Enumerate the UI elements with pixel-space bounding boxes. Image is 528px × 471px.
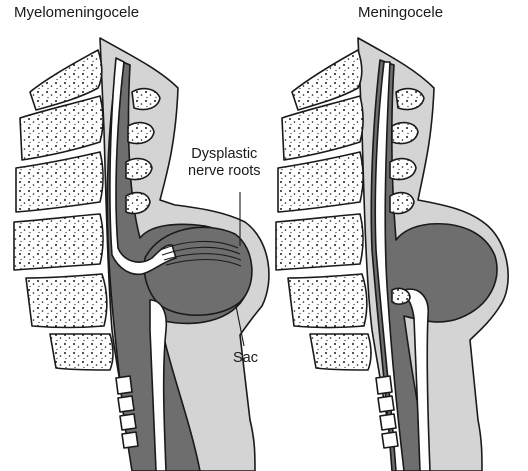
meningocele-diagram [276,38,508,471]
left-vertebra-3 [16,152,103,212]
left-vertebra-5 [26,274,107,328]
dysplastic-label-line2: nerve roots [188,163,261,180]
left-vertebral-bodies [14,50,113,370]
left-vertebra-4 [14,214,103,270]
dysplastic-label-line1: Dysplastic [188,146,261,163]
right-vertebral-bodies [276,50,371,370]
dysplastic-nerve-roots-label: Dysplastic nerve roots [188,146,261,179]
sac-label: Sac [233,350,258,367]
left-vertebra-2 [20,96,103,160]
myelomeningocele-diagram [14,38,269,471]
left-vertebra-6 [50,334,113,370]
left-sac [144,227,252,315]
